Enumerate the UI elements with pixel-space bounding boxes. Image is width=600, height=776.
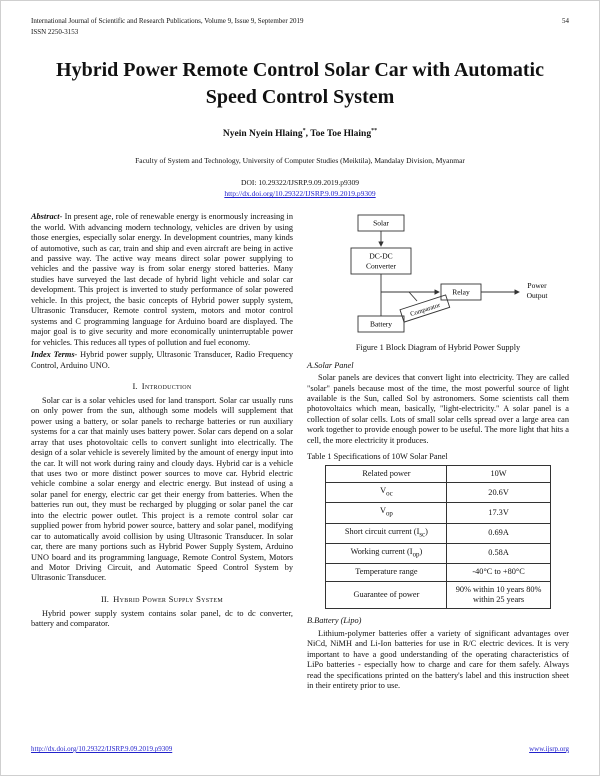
abstract-label: Abstract- xyxy=(31,212,63,222)
figure-1: Solar DC-DC Converter Relay Battery Comp… xyxy=(307,212,569,340)
abstract-text: In present age, role of renewable energy… xyxy=(31,212,294,347)
comparator-label: Comparator xyxy=(409,302,441,319)
section-b-heading: B.Battery (Lipo) xyxy=(307,616,362,626)
two-column-body: Abstract- In present age, role of renewa… xyxy=(1,210,599,691)
spec-label-cell: Temperature range xyxy=(325,563,448,582)
authors-line: Nyein Nyein Hlaing*, Toe Toe Hlaing** xyxy=(1,128,599,139)
spec-label-cell: Guarantee of power xyxy=(325,580,448,610)
page-header: International Journal of Scientific and … xyxy=(1,1,599,37)
section-a-heading: A.Solar Panel xyxy=(307,360,354,370)
spec-value-cell: 0.69A xyxy=(446,522,551,544)
right-column: Solar DC-DC Converter Relay Battery Comp… xyxy=(307,210,569,691)
affiliation: Faculty of System and Technology, Univer… xyxy=(135,156,465,166)
block-diagram: Solar DC-DC Converter Relay Battery Comp… xyxy=(350,214,549,333)
index-terms-label: Index Terms- xyxy=(31,350,78,360)
spec-label-cell: Voc xyxy=(325,482,448,504)
footer-site-link[interactable]: www.ijsrp.org xyxy=(529,745,569,753)
author-2-affiliation-mark: ** xyxy=(371,128,378,134)
table-caption: Table 1 Specifications of 10W Solar Pane… xyxy=(307,452,448,462)
relay-label: Relay xyxy=(452,288,470,297)
solar-label: Solar xyxy=(373,219,389,228)
figure-caption: Figure 1 Block Diagram of Hybrid Power S… xyxy=(355,343,521,353)
comparator-box xyxy=(399,294,451,323)
spec-value-cell: 90% within 10 years 80% within 25 years xyxy=(446,580,551,610)
battery-text: Lithium-polymer batteries offer a variet… xyxy=(307,628,569,691)
hybrid-power-supply-text: Hybrid power supply system contains sola… xyxy=(31,608,293,629)
page-number: 54 xyxy=(562,17,569,25)
author-1: Nyein Nyein Hlaing xyxy=(222,129,303,140)
spec-label-cell: Vop xyxy=(325,502,448,524)
doi-link[interactable]: http://dx.doi.org/10.29322/IJSRP.9.09.20… xyxy=(224,189,376,199)
spec-value-cell: 20.6V xyxy=(446,482,551,504)
section-number: I. xyxy=(132,380,138,391)
section-title: Introduction xyxy=(141,380,192,391)
index-terms-text: Hybrid power supply, Ultrasonic Transduc… xyxy=(31,350,293,370)
converter-label-line1: DC-DC xyxy=(369,252,392,261)
table-row: Temperature range-40°C to +80°C xyxy=(325,563,551,582)
author-2: Toe Toe Hlaing xyxy=(310,129,372,140)
author-1-affiliation-mark: * xyxy=(302,128,306,134)
converter-label-line2: Converter xyxy=(366,262,396,271)
author-separator: , xyxy=(305,129,311,140)
section-number: II. xyxy=(100,593,109,604)
table-row: Short circuit current (Isc)0.69A xyxy=(325,522,551,544)
power-output-label-line1: Power xyxy=(527,281,547,290)
paper-title: Hybrid Power Remote Control Solar Car wi… xyxy=(56,59,544,108)
solar-panel-text: Solar panels are devices that convert li… xyxy=(307,373,569,445)
header-left: International Journal of Scientific and … xyxy=(31,16,304,37)
table-row: Working current (Iop)0.58A xyxy=(325,542,551,565)
spec-label-cell: Related power xyxy=(325,464,448,484)
power-output-label-line2: Output xyxy=(527,291,549,300)
battery-label: Battery xyxy=(370,320,392,329)
spec-value-cell: -40°C to +80°C xyxy=(446,563,551,582)
section-heading-introduction: I. Introduction xyxy=(31,381,293,392)
page-footer: http://dx.doi.org/10.29322/IJSRP.9.09.20… xyxy=(31,745,569,753)
journal-title: International Journal of Scientific and … xyxy=(31,17,304,25)
introduction-text: Solar car is a solar vehicles used for l… xyxy=(31,395,293,583)
doi-text: DOI: 10.29322/IJSRP.9.09.2019.p9309 xyxy=(241,178,359,188)
spec-label-cell: Short circuit current (Isc) xyxy=(325,522,448,544)
section-heading-hybrid-power-supply: II. Hybrid Power Supply System xyxy=(31,594,293,605)
index-terms: Index Terms- Hybrid power supply, Ultras… xyxy=(31,350,293,371)
section-title: Hybrid Power Supply System xyxy=(113,593,224,604)
issn: ISSN 2250-3153 xyxy=(31,27,79,36)
left-column: Abstract- In present age, role of renewa… xyxy=(31,210,293,691)
spec-label-cell: Working current (Iop) xyxy=(325,542,448,565)
line-comparator-tap xyxy=(408,291,418,302)
footer-doi-link[interactable]: http://dx.doi.org/10.29322/IJSRP.9.09.20… xyxy=(31,745,173,753)
spec-value-cell: 17.3V xyxy=(446,502,551,524)
abstract: Abstract- In present age, role of renewa… xyxy=(31,212,293,348)
spec-value-cell: 0.58A xyxy=(446,542,551,565)
spec-value-cell: 10W xyxy=(446,464,551,484)
